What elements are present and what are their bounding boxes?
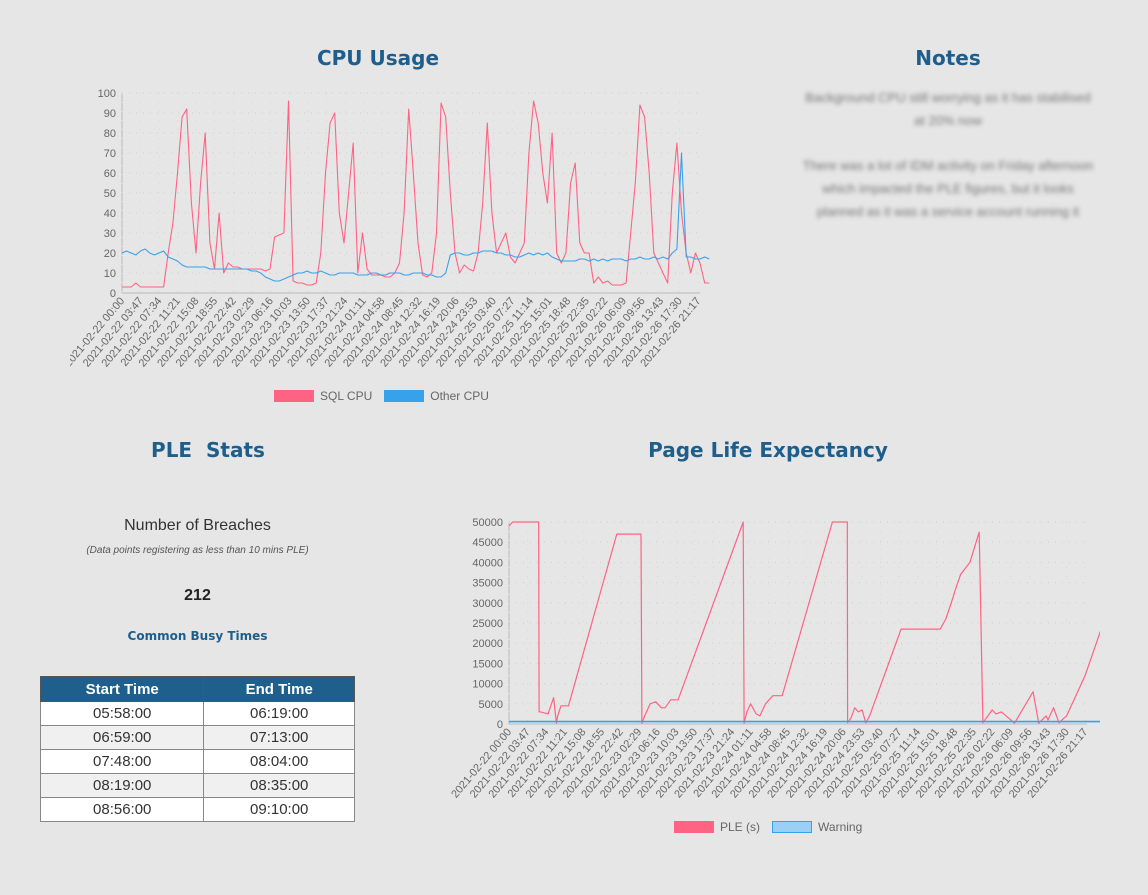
y-tick-label: 25000 — [472, 618, 503, 630]
start-time-cell: 08:19:00 — [39, 773, 205, 798]
y-tick-label: 45000 — [472, 537, 503, 549]
breaches-count: 212 — [184, 587, 211, 604]
busy-times-table: Start Time End Time 05:58:00 06:19:00 06… — [39, 676, 355, 822]
y-tick-label: 40 — [104, 208, 116, 220]
table-row: 05:58:00 06:19:00 — [39, 701, 355, 726]
end-time-cell: 08:35:00 — [203, 773, 355, 798]
warning-legend-label[interactable]: Warning — [818, 820, 863, 834]
y-tick-label: 50000 — [472, 517, 503, 529]
y-tick-label: 35000 — [472, 578, 503, 590]
ple-legend-label[interactable]: PLE (s) — [720, 820, 761, 834]
y-tick-label: 30 — [104, 228, 116, 240]
breaches-label: Number of Breaches — [124, 517, 271, 534]
y-tick-label: 10000 — [472, 679, 503, 691]
series-line — [508, 521, 1100, 724]
breaches-note: (Data points registering as less than 10… — [86, 545, 309, 556]
y-tick-label: 80 — [104, 128, 116, 140]
end-time-cell: 06:19:00 — [203, 701, 355, 726]
y-tick-label: 30000 — [472, 598, 503, 610]
notes-paragraph: There was a lot of IDM activity on Frida… — [802, 158, 1094, 219]
sql-cpu-legend-label[interactable]: SQL CPU — [320, 389, 373, 403]
other-cpu-legend-swatch — [384, 390, 425, 402]
y-tick-label: 15000 — [472, 658, 503, 670]
column-header-start-time: Start Time — [39, 676, 205, 702]
table-row: 08:19:00 08:35:00 — [39, 773, 355, 798]
notes-title: Notes — [915, 46, 981, 70]
table-header-row: Start Time End Time — [39, 676, 355, 702]
notes-body: Background CPU still worrying as it has … — [800, 86, 1096, 245]
start-time-cell: 07:48:00 — [39, 749, 205, 774]
series-line — [122, 100, 710, 288]
sql-cpu-legend-swatch — [274, 390, 314, 402]
series-other-cpu — [121, 152, 710, 282]
y-tick-label: 0 — [110, 288, 116, 300]
table-row: 08:56:00 09:10:00 — [39, 797, 355, 822]
ple-legend-swatch — [674, 821, 714, 833]
end-time-cell: 08:04:00 — [203, 749, 355, 774]
ple-chart-title: Page Life Expectancy — [648, 438, 888, 462]
end-time-cell: 09:10:00 — [203, 797, 355, 822]
y-tick-label: 70 — [104, 148, 116, 160]
notes-paragraph: Background CPU still worrying as it has … — [805, 90, 1091, 128]
y-tick-label: 40000 — [472, 557, 503, 569]
table-row: 06:59:00 07:13:00 — [39, 725, 355, 750]
end-time-cell: 07:13:00 — [203, 725, 355, 750]
y-tick-label: 90 — [104, 108, 116, 120]
y-tick-label: 60 — [104, 168, 116, 180]
ple-chart: 0 5000 10000 15000 20000 25000 30000 35000 40000… — [449, 517, 1100, 800]
y-tick-label: 0 — [497, 719, 503, 731]
cpu-legend[interactable]: SQL CPU Other CPU — [274, 389, 489, 403]
start-time-cell: 05:58:00 — [39, 701, 205, 726]
y-tick-label: 20 — [104, 248, 116, 260]
series-sql-cpu — [122, 100, 710, 288]
start-time-cell: 08:56:00 — [39, 797, 205, 822]
y-tick-label: 100 — [98, 88, 116, 100]
y-tick-label: 20000 — [472, 638, 503, 650]
y-tick-label: 5000 — [479, 699, 503, 711]
warning-legend-swatch — [772, 821, 813, 833]
column-header-end-time: End Time — [203, 676, 355, 702]
series-ple-s- — [508, 521, 1100, 724]
ple-legend[interactable]: PLE (s) Warning — [674, 820, 862, 834]
common-busy-times-title: Common Busy Times — [127, 629, 268, 643]
ple-stats-title: PLE Stats — [151, 438, 265, 462]
series-line — [121, 152, 710, 282]
start-time-cell: 06:59:00 — [39, 725, 205, 750]
other-cpu-legend-label[interactable]: Other CPU — [430, 389, 489, 403]
table-row: 07:48:00 08:04:00 — [39, 749, 355, 774]
cpu-usage-title: CPU Usage — [316, 46, 440, 70]
y-tick-label: 50 — [104, 188, 116, 200]
y-tick-label: 10 — [104, 268, 116, 280]
